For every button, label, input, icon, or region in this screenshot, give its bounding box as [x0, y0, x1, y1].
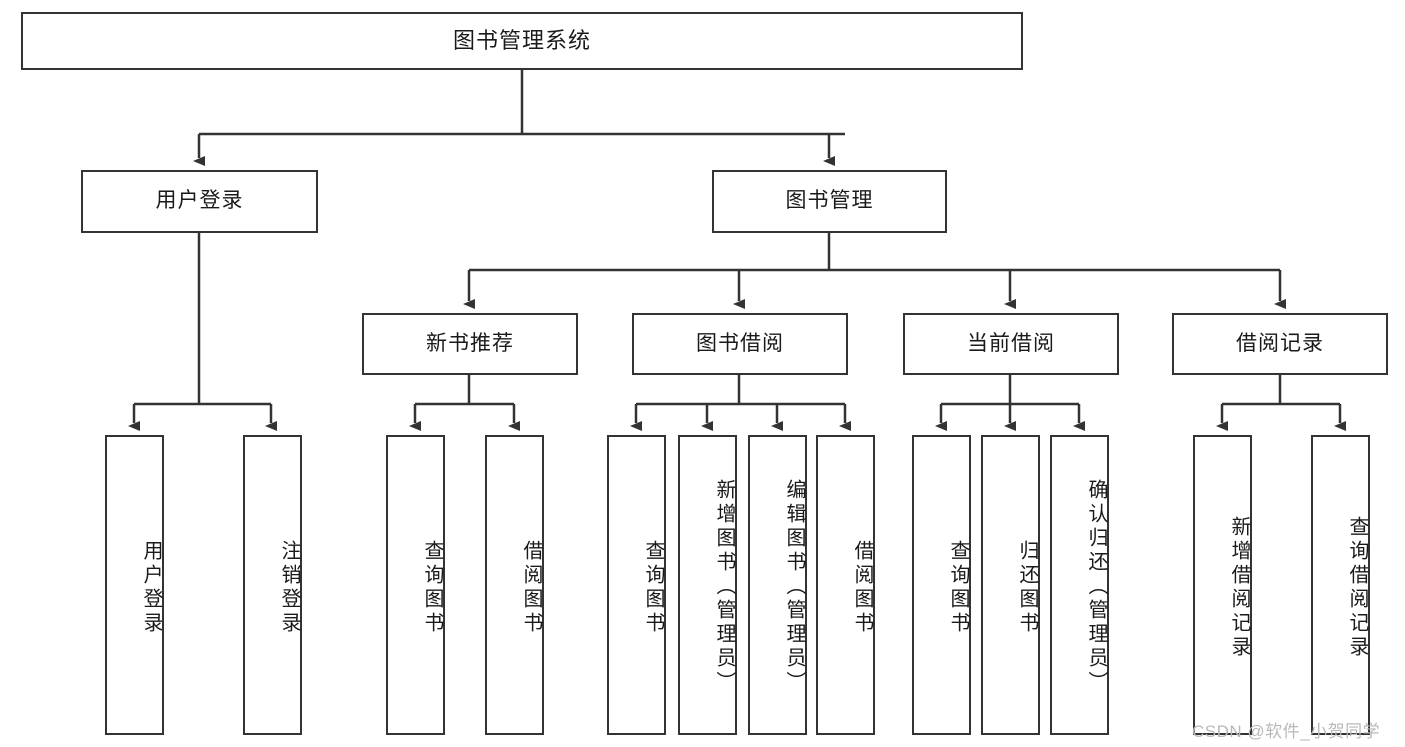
leaf-query-borrow-record[interactable]: 查询借阅记录 [1311, 435, 1370, 735]
leaf-confirm-return-admin[interactable]: 确认归还（管理员） [1050, 435, 1109, 735]
leaf-query-books-borrow-label: 查询图书 [642, 540, 664, 636]
node-book-borrow-label: 图书借阅 [696, 331, 784, 355]
leaf-logout[interactable]: 注销登录 [243, 435, 302, 735]
leaf-logout-label: 注销登录 [278, 540, 300, 636]
leaf-borrow-books-borrow[interactable]: 借阅图书 [816, 435, 875, 735]
watermark: CSDN @软件_小贺同学 [1192, 722, 1381, 741]
node-borrow-record-label: 借阅记录 [1236, 331, 1324, 355]
leaf-borrow-books-borrow-label: 借阅图书 [851, 540, 873, 636]
leaf-return-books-label: 归还图书 [1016, 540, 1038, 636]
leaf-edit-book-admin[interactable]: 编辑图书（管理员） [748, 435, 807, 735]
leaf-borrow-books-recommend[interactable]: 借阅图书 [485, 435, 544, 735]
node-borrow-record[interactable]: 借阅记录 [1172, 313, 1388, 375]
node-user-login-label: 用户登录 [155, 189, 244, 213]
node-book-borrow[interactable]: 图书借阅 [632, 313, 848, 375]
node-book-management-label: 图书管理 [785, 189, 874, 213]
leaf-query-books-recommend-label: 查询图书 [421, 540, 443, 636]
leaf-borrow-books-recommend-label: 借阅图书 [520, 540, 542, 636]
leaf-query-books-recommend[interactable]: 查询图书 [386, 435, 445, 735]
leaf-edit-book-admin-label: 编辑图书（管理员） [783, 479, 805, 695]
node-current-borrow-label: 当前借阅 [967, 331, 1055, 355]
leaf-add-book-admin[interactable]: 新增图书（管理员） [678, 435, 737, 735]
leaf-query-books-borrow[interactable]: 查询图书 [607, 435, 666, 735]
leaf-query-books-current[interactable]: 查询图书 [912, 435, 971, 735]
leaf-add-borrow-record[interactable]: 新增借阅记录 [1193, 435, 1252, 735]
leaf-user-login-label: 用户登录 [140, 540, 162, 636]
leaf-query-books-current-label: 查询图书 [947, 540, 969, 636]
leaf-return-books[interactable]: 归还图书 [981, 435, 1040, 735]
node-root-book-management-system[interactable]: 图书管理系统 [21, 12, 1023, 70]
leaf-add-book-admin-label: 新增图书（管理员） [713, 479, 735, 695]
node-current-borrow[interactable]: 当前借阅 [903, 313, 1119, 375]
leaf-user-login[interactable]: 用户登录 [105, 435, 164, 735]
node-new-book-recommend[interactable]: 新书推荐 [362, 313, 578, 375]
node-book-management[interactable]: 图书管理 [712, 170, 947, 233]
leaf-add-borrow-record-label: 新增借阅记录 [1228, 516, 1250, 660]
leaf-query-borrow-record-label: 查询借阅记录 [1346, 516, 1368, 660]
node-user-login[interactable]: 用户登录 [81, 170, 318, 233]
node-root-label: 图书管理系统 [452, 28, 591, 54]
node-new-book-recommend-label: 新书推荐 [426, 331, 514, 355]
leaf-confirm-return-admin-label: 确认归还（管理员） [1085, 479, 1107, 695]
